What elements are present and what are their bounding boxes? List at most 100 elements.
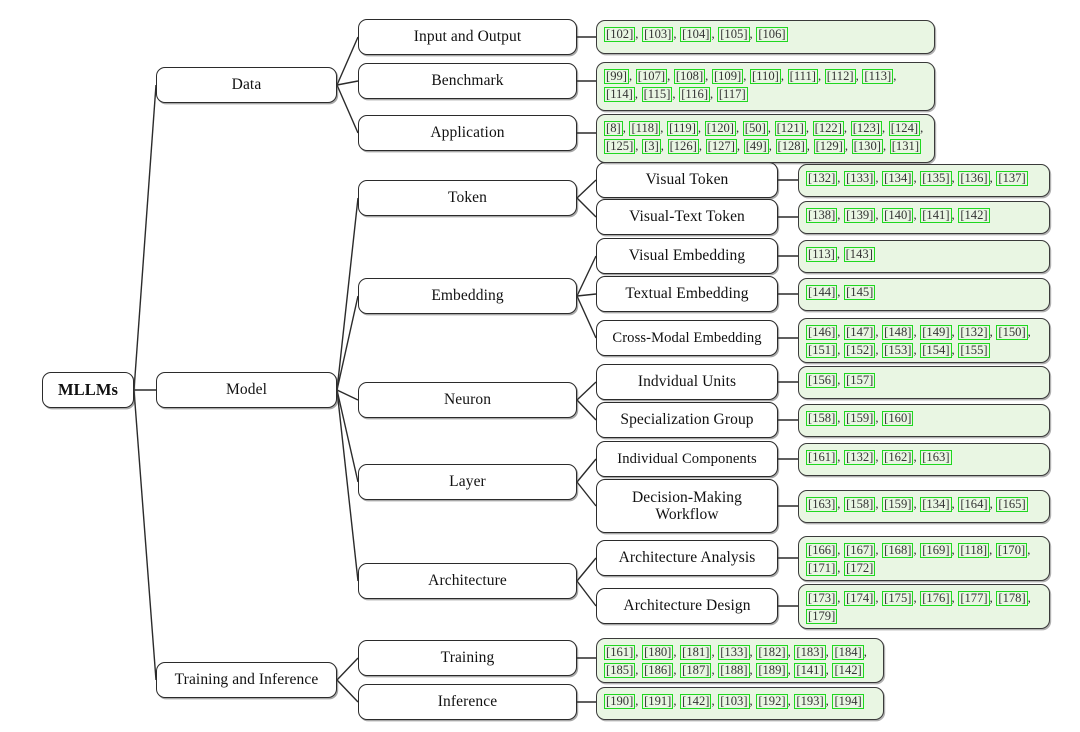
citation-ref[interactable]: [133] [718, 645, 750, 660]
node-individual-components[interactable]: Individual Components [596, 441, 778, 477]
citation-ref[interactable]: [121] [774, 121, 806, 136]
citation-ref[interactable]: [172] [844, 561, 876, 577]
citation-ref[interactable]: [125] [604, 139, 636, 155]
citation-ref[interactable]: [133] [844, 171, 876, 186]
citation-ref[interactable]: [139] [844, 208, 876, 223]
citation-ref[interactable]: [179] [806, 609, 838, 625]
citation-ref[interactable]: [114] [604, 87, 635, 103]
citation-ref[interactable]: [107] [635, 69, 668, 84]
citation-ref[interactable]: [140] [882, 208, 914, 223]
citation-ref[interactable]: [135] [920, 171, 952, 186]
citation-ref[interactable]: [8] [604, 121, 623, 136]
refbox-specialization-group[interactable]: [158], [159], [160] [798, 404, 1050, 437]
citation-ref[interactable]: [177] [958, 591, 990, 606]
citation-ref[interactable]: [174] [844, 591, 876, 606]
node-textual-embedding[interactable]: Textual Embedding [596, 276, 778, 312]
citation-ref[interactable]: [124] [888, 121, 921, 136]
node-architecture-analysis[interactable]: Architecture Analysis [596, 540, 778, 576]
node-benchmark[interactable]: Benchmark [358, 63, 577, 99]
citation-ref[interactable]: [154] [920, 343, 952, 359]
citation-ref[interactable]: [194] [832, 694, 864, 709]
citation-ref[interactable]: [142] [680, 694, 712, 709]
citation-ref[interactable]: [129] [813, 139, 845, 155]
node-architecture[interactable]: Architecture [358, 563, 577, 599]
citation-ref[interactable]: [176] [920, 591, 952, 606]
citation-ref[interactable]: [105] [718, 27, 750, 42]
node-visual-token[interactable]: Visual Token [596, 162, 778, 198]
refbox-architecture-analysis[interactable]: [166], [167], [168], [169], [118], [170]… [798, 536, 1050, 581]
citation-ref[interactable]: [132] [958, 325, 990, 340]
citation-ref[interactable]: [117] [716, 87, 748, 103]
node-layer[interactable]: Layer [358, 464, 577, 500]
citation-ref[interactable]: [173] [806, 591, 838, 606]
node-decision-making-workflow[interactable]: Decision-Making Workflow [596, 479, 778, 533]
citation-ref[interactable]: [164] [958, 497, 990, 512]
citation-ref[interactable]: [145] [844, 285, 876, 300]
node-neuron[interactable]: Neuron [358, 382, 577, 418]
citation-ref[interactable]: [149] [920, 325, 952, 340]
citation-ref[interactable]: [190] [604, 694, 636, 709]
citation-ref[interactable]: [152] [844, 343, 876, 359]
citation-ref[interactable]: [118] [629, 121, 661, 136]
node-inference[interactable]: Inference [358, 684, 577, 720]
citation-ref[interactable]: [141] [794, 663, 826, 679]
citation-ref[interactable]: [158] [806, 411, 838, 426]
citation-ref[interactable]: [185] [604, 663, 636, 679]
citation-ref[interactable]: [132] [806, 171, 838, 186]
citation-ref[interactable]: [136] [958, 171, 990, 186]
citation-ref[interactable]: [175] [882, 591, 914, 606]
citation-ref[interactable]: [160] [882, 411, 914, 426]
citation-ref[interactable]: [134] [882, 171, 914, 186]
citation-ref[interactable]: [116] [679, 87, 711, 103]
citation-ref[interactable]: [99] [604, 69, 629, 84]
citation-ref[interactable]: [132] [844, 450, 876, 465]
citation-ref[interactable]: [155] [958, 343, 990, 359]
citation-ref[interactable]: [113] [806, 247, 837, 262]
refbox-visual-text-token[interactable]: [138], [139], [140], [141], [142] [798, 201, 1050, 234]
refbox-decision-making-workflow[interactable]: [163], [158], [159], [134], [164], [165] [798, 490, 1050, 523]
citation-ref[interactable]: [104] [680, 27, 712, 42]
citation-ref[interactable]: [184] [832, 645, 864, 660]
node-visual-text-token[interactable]: Visual-Text Token [596, 199, 778, 235]
citation-ref[interactable]: [189] [756, 663, 788, 679]
citation-ref[interactable]: [156] [806, 373, 838, 388]
citation-ref[interactable]: [150] [996, 325, 1028, 340]
refbox-cross-modal-embedding[interactable]: [146], [147], [148], [149], [132], [150]… [798, 318, 1050, 363]
node-specialization-group[interactable]: Specialization Group [596, 402, 778, 438]
node-root-mllms[interactable]: MLLMs [42, 372, 134, 408]
refbox-individual-components[interactable]: [161], [132], [162], [163] [798, 443, 1050, 476]
citation-ref[interactable]: [171] [806, 561, 838, 577]
node-indvidual-units[interactable]: Indvidual Units [596, 364, 778, 400]
citation-ref[interactable]: [106] [756, 27, 788, 42]
citation-ref[interactable]: [146] [806, 325, 838, 340]
node-input-and-output[interactable]: Input and Output [358, 19, 577, 55]
refbox-indvidual-units[interactable]: [156], [157] [798, 366, 1050, 399]
citation-ref[interactable]: [192] [756, 694, 788, 709]
node-token[interactable]: Token [358, 180, 577, 216]
citation-ref[interactable]: [169] [920, 543, 952, 558]
citation-ref[interactable]: [168] [882, 543, 914, 558]
citation-ref[interactable]: [148] [882, 325, 914, 340]
citation-ref[interactable]: [186] [642, 663, 674, 679]
citation-ref[interactable]: [131] [889, 139, 922, 155]
refbox-visual-embedding[interactable]: [113], [143] [798, 240, 1050, 273]
node-visual-embedding[interactable]: Visual Embedding [596, 238, 778, 274]
citation-ref[interactable]: [144] [806, 285, 838, 300]
citation-ref[interactable]: [50] [742, 121, 768, 136]
citation-ref[interactable]: [193] [794, 694, 826, 709]
citation-ref[interactable]: [159] [882, 497, 914, 512]
refbox-application[interactable]: [8], [118], [119], [120], [50], [121], [… [596, 114, 935, 163]
citation-ref[interactable]: [158] [844, 497, 876, 512]
citation-ref[interactable]: [187] [680, 663, 712, 679]
citation-ref[interactable]: [109] [711, 69, 744, 84]
citation-ref[interactable]: [127] [705, 139, 737, 155]
citation-ref[interactable]: [103] [642, 27, 674, 42]
citation-ref[interactable]: [126] [667, 139, 699, 155]
citation-ref[interactable]: [166] [806, 543, 838, 558]
citation-ref[interactable]: [138] [806, 208, 838, 223]
citation-ref[interactable]: [157] [844, 373, 876, 388]
citation-ref[interactable]: [188] [718, 663, 750, 679]
citation-ref[interactable]: [110] [750, 69, 781, 84]
citation-ref[interactable]: [108] [673, 69, 706, 84]
citation-ref[interactable]: [182] [756, 645, 788, 660]
